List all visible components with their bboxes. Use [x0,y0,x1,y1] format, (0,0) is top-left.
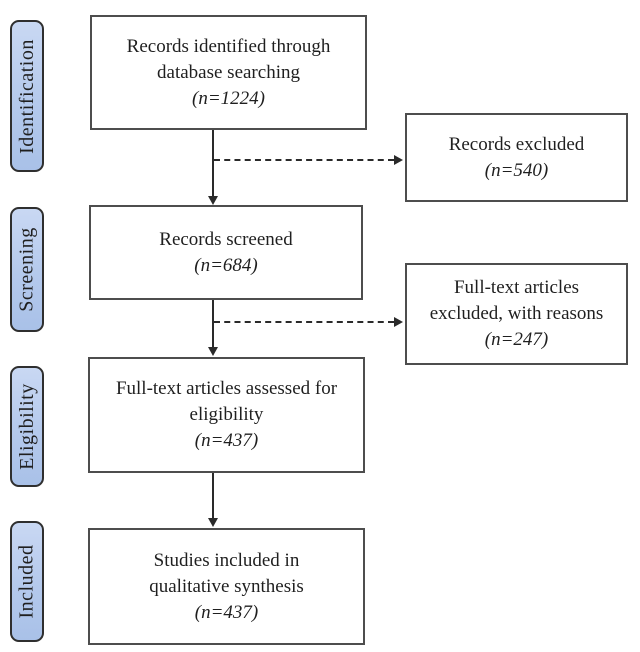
stage-label-screening-text: Screening [15,227,38,312]
arrow-assessed-to-included-line [212,473,214,520]
arrow-to-records-excluded-head [394,155,403,165]
stage-label-identification: Identification [10,20,44,172]
box-records-excluded-count: (n=540) [484,159,549,181]
stage-label-identification-text: Identification [15,38,38,154]
box-records-identified-line2: database searching [157,61,300,83]
box-records-excluded-line1: Records excluded [448,133,585,155]
box-studies-included: Studies included in qualitative synthesi… [88,528,365,645]
box-records-identified-count: (n=1224) [192,87,265,109]
arrow-assessed-to-included-head [208,518,218,527]
box-studies-included-line1: Studies included in [153,549,300,571]
arrow-identified-to-screened-head [208,196,218,205]
box-studies-included-line2: qualitative synthesis [149,575,304,597]
box-fulltext-assessed: Full-text articles assessed for eligibil… [88,357,365,473]
box-fulltext-assessed-line1: Full-text articles assessed for [115,378,338,399]
box-records-excluded: Records excluded (n=540) [405,113,628,202]
box-fulltext-assessed-line2: eligibility [189,404,264,425]
box-fulltext-excluded-line1: Full-text articles [453,277,580,298]
stage-label-included: Included [10,521,44,642]
box-fulltext-excluded-count: (n=247) [484,329,549,350]
arrow-to-fulltext-excluded-head [394,317,403,327]
arrow-identified-to-screened-line [212,130,214,198]
box-records-identified: Records identified through database sear… [90,15,367,130]
box-studies-included-count: (n=437) [194,601,259,623]
box-records-identified-line1: Records identified through [126,35,331,57]
box-records-screened: Records screened (n=684) [89,205,363,300]
arrow-to-records-excluded-line [214,159,394,161]
arrow-screened-to-assessed-head [208,347,218,356]
box-records-screened-line1: Records screened [159,228,293,250]
box-fulltext-assessed-count: (n=437) [194,430,259,451]
box-records-screened-count: (n=684) [194,254,258,276]
arrow-screened-to-assessed-line [212,300,214,349]
box-fulltext-excluded-line2: excluded, with reasons [429,303,604,324]
box-fulltext-excluded: Full-text articles excluded, with reason… [405,263,628,365]
stage-label-eligibility-text: Eligibility [15,383,38,470]
stage-label-included-text: Included [15,544,38,619]
arrow-to-fulltext-excluded-line [214,321,394,323]
stage-label-screening: Screening [10,207,44,332]
stage-label-eligibility: Eligibility [10,366,44,487]
